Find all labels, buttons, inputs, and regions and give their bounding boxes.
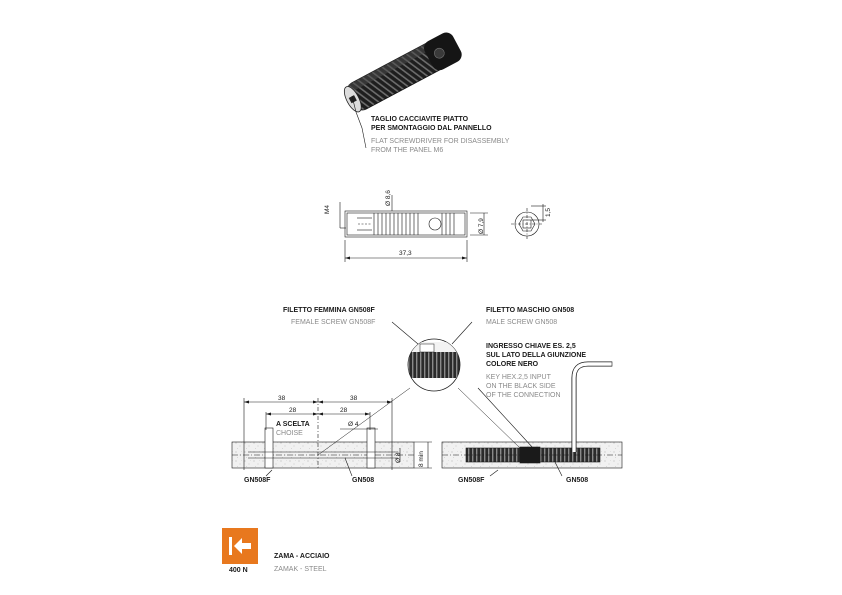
min-depth-dimension	[414, 441, 432, 469]
dim-thread-m4: M4	[324, 204, 331, 214]
dim-38-right: 38	[350, 395, 358, 402]
key-input-it-line2: SUL LATO DELLA GIUNZIONE	[486, 352, 587, 359]
left-section-drawing	[231, 398, 415, 477]
material-en: ZAMAK - STEEL	[274, 566, 327, 573]
part-label-right-m: GN508	[566, 477, 589, 484]
dim-hex-1-5: 1,5	[545, 207, 552, 217]
dim-38-left: 38	[278, 395, 286, 402]
key-input-it-line3: COLORE NERO	[486, 361, 539, 368]
dim-28-right: 28	[340, 407, 348, 414]
dim-28-left: 28	[289, 407, 297, 414]
callout-it-line1: TAGLIO CACCIAVITE PIATTO	[371, 116, 469, 123]
dim-hole-4: Ø 4	[348, 421, 359, 428]
choice-it: A SCELTA	[276, 421, 310, 428]
female-thread-magnifier	[317, 321, 521, 456]
dim-diameter-8-6: Ø 8,6	[385, 190, 392, 206]
dim-depth-8: Ø 8	[395, 452, 402, 463]
end-view-drawing	[511, 204, 546, 240]
male-screw-it: FILETTO MASCHIO GN508	[486, 307, 575, 314]
dim-diameter-7-9: Ø 7,9	[478, 218, 485, 234]
side-view-drawing	[339, 195, 488, 262]
part-label-right-f: GN508F	[458, 477, 485, 484]
male-screw-en: MALE SCREW GN508	[486, 319, 558, 326]
part-label-left-m: GN508	[352, 477, 375, 484]
key-input-en-line3: OF THE CONNECTION	[486, 392, 561, 399]
choice-en: CHOISE	[276, 430, 303, 437]
female-screw-en: FEMALE SCREW GN508F	[291, 319, 376, 326]
callout-it-line2: PER SMONTAGGIO DAL PANNELLO	[371, 125, 492, 132]
part-label-left-f: GN508F	[244, 477, 271, 484]
key-input-it-line1: INGRESSO CHIAVE ES. 2,5	[486, 343, 576, 350]
key-input-en-line2: ON THE BLACK SIDE	[486, 383, 556, 390]
right-section-drawing	[441, 361, 623, 477]
dim-length-37-3: 37,3	[399, 250, 412, 257]
key-input-en-line1: KEY HEX.2,5 INPUT	[486, 374, 551, 381]
force-icon	[222, 528, 258, 564]
product-3d-view	[343, 32, 462, 149]
force-value: 400 N	[229, 567, 248, 574]
callout-en-line2: FROM THE PANEL M6	[371, 147, 444, 154]
callout-en-line1: FLAT SCREWDRIVER FOR DISASSEMBLY	[371, 138, 510, 145]
material-it: ZAMA - ACCIAIO	[274, 553, 330, 560]
dim-8-min: 8 min	[418, 451, 425, 467]
female-screw-it: FILETTO FEMMINA GN508F	[283, 307, 375, 314]
